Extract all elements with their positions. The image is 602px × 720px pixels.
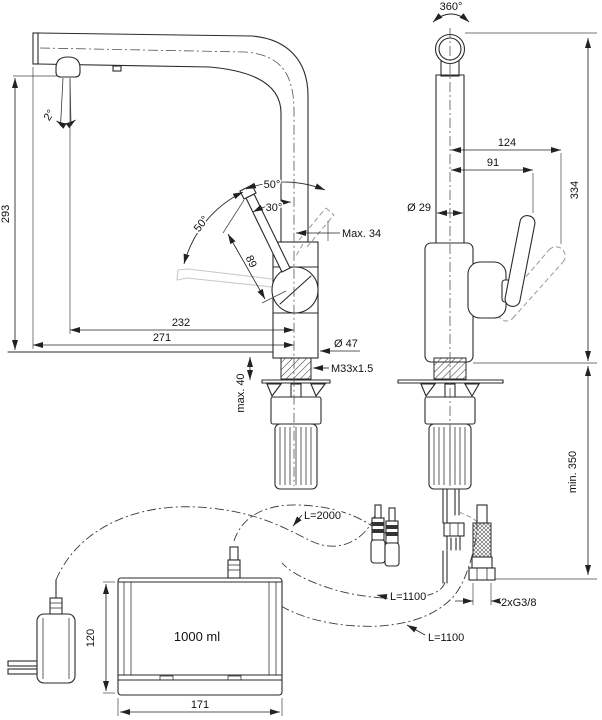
supply-thread-label: 2xG3/8 — [501, 597, 536, 609]
handle-offset-label: 91 — [487, 157, 499, 169]
lever-length-dim — [227, 233, 266, 300]
hose-clevis — [442, 535, 461, 584]
clearance-below-label: min. 350 — [567, 451, 579, 493]
connections: L=2000 L=1100 L=1100 2xG3/8 — [55, 488, 538, 646]
handle-offset-max-label: 124 — [498, 137, 516, 149]
spout-tab — [112, 65, 122, 72]
spout-end-cap — [32, 32, 39, 65]
faucet-side-view: 293 2° 50° 30° 50° 89 Max. 34 232 271 Ø … — [0, 32, 383, 490]
mounting-hardware-front — [397, 379, 504, 490]
lever-lowered-position — [176, 268, 273, 288]
height-above-deck-label: 334 — [569, 181, 581, 199]
power-cable-label: L=2000 — [304, 510, 341, 522]
mounting-hardware — [261, 379, 331, 490]
hose-a-label: L=1100 — [390, 591, 426, 603]
lever-front — [504, 215, 536, 307]
tank-body — [117, 577, 283, 696]
spout-outer-edge — [37, 32, 309, 243]
reach-label: 232 — [172, 317, 190, 329]
faucet-front-view: 360° 124 91 Ø 29 334 min. 350 — [397, 0, 597, 580]
plug-pin-bottom — [7, 668, 38, 675]
hose-to-tank-b — [280, 523, 478, 627]
thread-label: M33x1.5 — [331, 363, 373, 375]
power-plug — [7, 579, 76, 684]
lever-length-label: 89 — [243, 254, 259, 270]
faucet-body-front — [424, 242, 474, 363]
hose-nut — [443, 522, 465, 537]
spray-angle-label: 2° — [42, 108, 58, 123]
plug-pin-top — [7, 660, 38, 667]
lever-raised-position — [295, 207, 335, 257]
spout-centerline — [39, 47, 295, 486]
total-reach-label: 271 — [153, 332, 171, 344]
plug-cable-boot — [49, 597, 63, 615]
spout-inner-edge — [37, 63, 282, 243]
tank-connector — [227, 546, 241, 579]
tailpieces — [442, 488, 460, 524]
jack-connectors — [370, 504, 400, 567]
hose-link — [458, 511, 479, 524]
tank-height-label: 120 — [85, 629, 97, 647]
swivel-range-label: 360° — [440, 1, 463, 13]
height-label: 293 — [0, 205, 12, 223]
swivel-up-label: 50° — [264, 179, 281, 191]
tank-width-label: 171 — [191, 699, 209, 711]
column-diameter-label: Ø 29 — [407, 202, 431, 214]
tank-volume-label: 1000 ml — [174, 629, 220, 644]
body-diameter-label: Ø 47 — [334, 338, 358, 350]
braided-hose — [468, 504, 496, 581]
cartridge-cap — [467, 261, 507, 319]
swivel-down-label: 50° — [192, 214, 212, 235]
mounting-thread — [280, 357, 312, 380]
spray-angle-arc — [56, 119, 76, 129]
swivel-down-arc — [183, 191, 244, 265]
hose-b-label: L=1100 — [428, 632, 464, 644]
water-tank: 1000 ml 120 171 — [83, 546, 283, 716]
swivel-range-arc — [432, 13, 470, 23]
lever-clearance-label: Max. 34 — [342, 228, 381, 240]
lever-open-arc — [252, 199, 292, 213]
lever-open-label: 30° — [266, 202, 283, 214]
aerator — [55, 56, 81, 78]
swivel-up-arc — [245, 181, 326, 191]
deck-thickness-label: max. 40 — [235, 373, 247, 412]
